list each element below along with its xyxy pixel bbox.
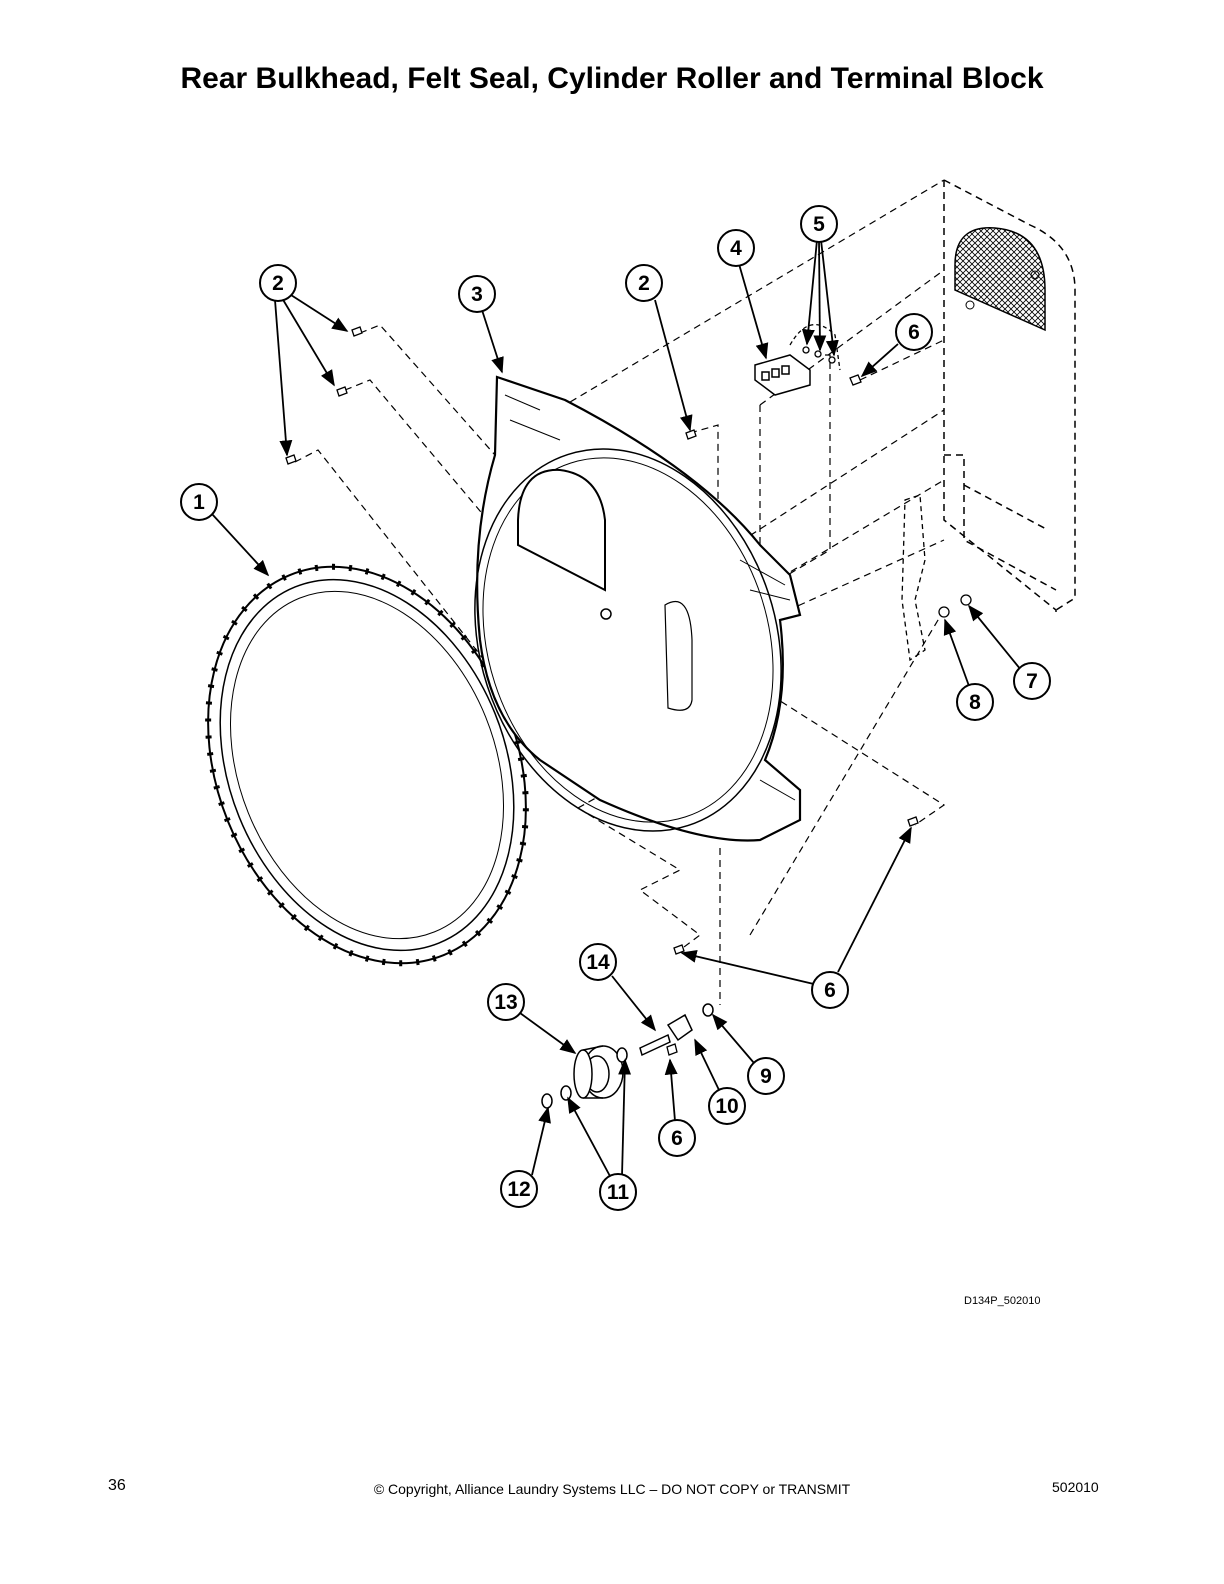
callout-label: 12 [507,1178,530,1201]
callout-label: 6 [824,979,836,1002]
roller-assembly [541,1003,714,1109]
callout-label: 8 [969,691,981,714]
drawing-reference: D134P_502010 [964,1295,1041,1307]
callout-label: 9 [760,1065,772,1088]
document-number: 502010 [1052,1479,1099,1495]
callout-labels: 1 2 3 2 4 5 6 7 8 6 14 13 9 10 6 11 12 [193,213,1038,1204]
cabinet-rear-panel [943,179,1076,612]
callout-label: 2 [638,272,650,295]
terminal-screws [789,323,841,371]
callout-label: 6 [671,1127,683,1150]
callout-label: 3 [471,283,483,306]
exhaust-screen [954,227,1046,332]
page-title: Rear Bulkhead, Felt Seal, Cylinder Rolle… [180,62,1044,95]
rear-bulkhead [474,375,802,842]
small-screws [285,326,972,1056]
callout-label: 1 [193,491,205,514]
callout-label: 2 [272,272,284,295]
callout-label: 6 [908,321,920,344]
terminal-block [754,354,811,396]
callout-label: 14 [586,951,610,974]
duct-strip [901,494,926,662]
callout-label: 7 [1026,670,1038,693]
leader-arrows [211,239,1022,1179]
page-number: 36 [108,1477,126,1494]
callout-label: 4 [730,237,742,260]
copyright-notice: © Copyright, Alliance Laundry Systems LL… [373,1481,851,1497]
callout-label: 10 [715,1095,738,1118]
callout-label: 13 [494,991,517,1014]
callout-label: 5 [813,213,825,236]
callout-circles [180,205,1051,1211]
callout-label: 11 [607,1181,630,1204]
